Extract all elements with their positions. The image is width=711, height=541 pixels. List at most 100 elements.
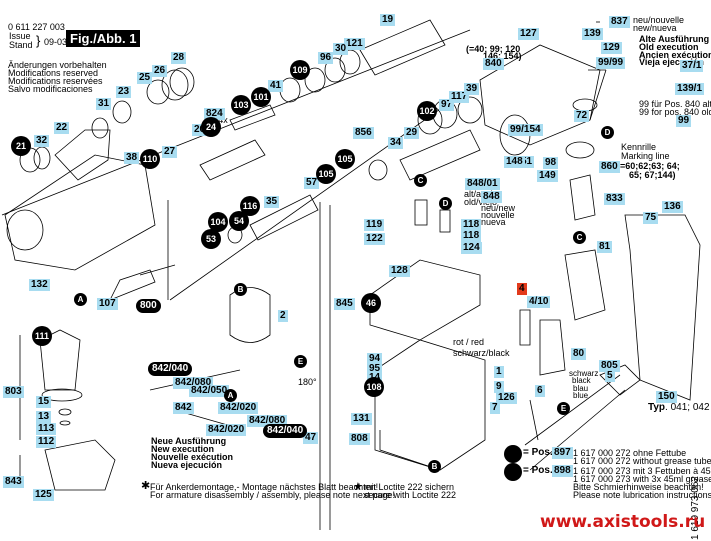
part-number-label[interactable]: 2: [278, 310, 288, 322]
part-number-label[interactable]: 72: [574, 110, 590, 122]
lubrication-part-badge[interactable]: 104: [208, 212, 228, 232]
part-number-label[interactable]: 25: [137, 72, 153, 84]
part-number-label[interactable]: 112: [36, 436, 57, 448]
lubrication-part-badge[interactable]: 101: [251, 87, 271, 107]
lubrication-part-badge[interactable]: 109: [290, 60, 310, 80]
lubrication-part-badge[interactable]: 116: [240, 196, 260, 216]
part-number-label[interactable]: 842/020: [218, 402, 259, 414]
part-number-label[interactable]: 805: [599, 360, 620, 372]
part-number-label[interactable]: 856: [353, 127, 374, 139]
part-number-label[interactable]: 75: [643, 212, 659, 224]
part-number-label[interactable]: 26: [152, 65, 168, 77]
lubrication-part-badge[interactable]: 111: [32, 326, 52, 346]
part-number-label[interactable]: 41: [268, 80, 284, 92]
part-number-label[interactable]: 96: [318, 52, 334, 64]
assembly-set-badge[interactable]: 842/040: [148, 362, 193, 376]
part-number-label[interactable]: 4/10: [527, 296, 551, 308]
part-number-label[interactable]: 842: [173, 402, 194, 414]
part-number-label[interactable]: 23: [116, 86, 132, 98]
lubrication-part-badge[interactable]: 46: [361, 293, 381, 313]
part-number-label[interactable]: 57: [304, 177, 320, 189]
lubrication-part-badge[interactable]: 24: [201, 117, 221, 137]
part-number-label[interactable]: 80: [571, 348, 587, 360]
part-number-label[interactable]: 848/01: [465, 178, 500, 190]
part-number-label[interactable]: 860: [599, 161, 620, 173]
part-number-label[interactable]: 121: [344, 38, 365, 50]
part-number-label[interactable]: 1: [494, 366, 504, 378]
lubrication-part-badge[interactable]: 53: [201, 229, 221, 249]
part-number-label[interactable]: 27: [162, 146, 178, 158]
connection-marker[interactable]: A: [74, 293, 87, 306]
connection-marker[interactable]: B: [234, 283, 247, 296]
connection-marker[interactable]: C: [573, 231, 586, 244]
part-number-label[interactable]: 131: [351, 413, 372, 425]
part-number-label[interactable]: 126: [496, 392, 517, 404]
part-number-label[interactable]: 31: [96, 98, 112, 110]
connection-marker[interactable]: E: [294, 355, 307, 368]
part-number-label[interactable]: 122: [364, 233, 385, 245]
part-number-label[interactable]: 107: [97, 298, 118, 310]
part-number-label[interactable]: 148: [504, 156, 525, 168]
part-number-label[interactable]: 113: [36, 423, 57, 435]
part-number-label[interactable]: 129: [601, 42, 622, 54]
part-number-label[interactable]: 39: [464, 83, 480, 95]
part-number-label[interactable]: 139/1: [675, 83, 705, 95]
connection-marker[interactable]: C: [414, 174, 427, 187]
part-number-label[interactable]: 15: [36, 396, 52, 408]
part-number-label[interactable]: 34: [388, 137, 404, 149]
part-number-label[interactable]: 845: [334, 298, 355, 310]
assembly-set-badge[interactable]: 842/040: [263, 424, 308, 438]
part-number-label[interactable]: 99/154: [508, 124, 543, 136]
part-number-label[interactable]: 127: [518, 28, 539, 40]
lubrication-part-badge[interactable]: 105: [316, 164, 336, 184]
part-number-label[interactable]: 13: [36, 411, 52, 423]
lubrication-part-badge[interactable]: 108: [364, 377, 384, 397]
part-number-label[interactable]: 118: [461, 219, 482, 231]
part-number-label[interactable]: 118: [461, 230, 482, 242]
part-number-label[interactable]: 808: [349, 433, 370, 445]
part-number-label[interactable]: 132: [29, 279, 50, 291]
part-number-label[interactable]: 848: [481, 191, 502, 203]
lubrication-part-badge[interactable]: 21: [11, 136, 31, 156]
part-number-label[interactable]: 37/1: [680, 60, 704, 72]
connection-marker[interactable]: D: [601, 126, 614, 139]
part-number-label[interactable]: 833: [604, 193, 625, 205]
lubrication-part-badge[interactable]: 54: [229, 211, 249, 231]
part-number-label[interactable]: 38: [124, 152, 140, 164]
part-number-label[interactable]: 99: [676, 115, 692, 127]
part-number-label[interactable]: 81: [597, 241, 613, 253]
part-number-label[interactable]: 842/020: [206, 424, 247, 436]
part-number-label[interactable]: 9: [494, 381, 504, 393]
part-number-label[interactable]: 35: [264, 196, 280, 208]
connection-marker[interactable]: E: [557, 402, 570, 415]
part-number-label[interactable]: 150: [656, 391, 677, 403]
part-number-label[interactable]: 125: [33, 489, 54, 501]
lubrication-part-badge[interactable]: 102: [417, 101, 437, 121]
part-number-label[interactable]: 843: [3, 476, 24, 488]
lubrication-part-badge[interactable]: 110: [140, 149, 160, 169]
connection-marker[interactable]: A: [224, 389, 237, 402]
part-number-label[interactable]: 119: [364, 219, 385, 231]
part-number-label[interactable]: 136: [662, 201, 683, 213]
part-number-label[interactable]: 837: [609, 16, 630, 28]
part-number-label[interactable]: 6: [535, 385, 545, 397]
lubrication-part-badge[interactable]: 103: [231, 95, 251, 115]
part-number-label[interactable]: 5: [605, 370, 615, 382]
part-number-label[interactable]: 98: [543, 157, 559, 169]
part-number-label[interactable]: 32: [34, 135, 50, 147]
part-number-label[interactable]: 22: [54, 122, 70, 134]
part-number-label[interactable]: 7: [490, 402, 500, 414]
lubrication-part-badge[interactable]: 105: [335, 149, 355, 169]
part-number-label[interactable]: 94: [367, 353, 383, 365]
part-number-label[interactable]: 28: [171, 52, 187, 64]
website-url[interactable]: www.axistools.ru: [540, 512, 706, 532]
part-number-label[interactable]: 149: [537, 170, 558, 182]
part-number-label[interactable]: 30: [333, 43, 349, 55]
part-number-label[interactable]: 19: [380, 14, 396, 26]
part-number-label[interactable]: 29: [404, 127, 420, 139]
part-number-label[interactable]: 99/99: [596, 57, 626, 69]
part-number-label[interactable]: 803: [3, 386, 24, 398]
connection-marker[interactable]: B: [428, 460, 441, 473]
part-number-label[interactable]: 47: [303, 432, 319, 444]
part-number-label-highlighted[interactable]: 4: [517, 283, 527, 295]
